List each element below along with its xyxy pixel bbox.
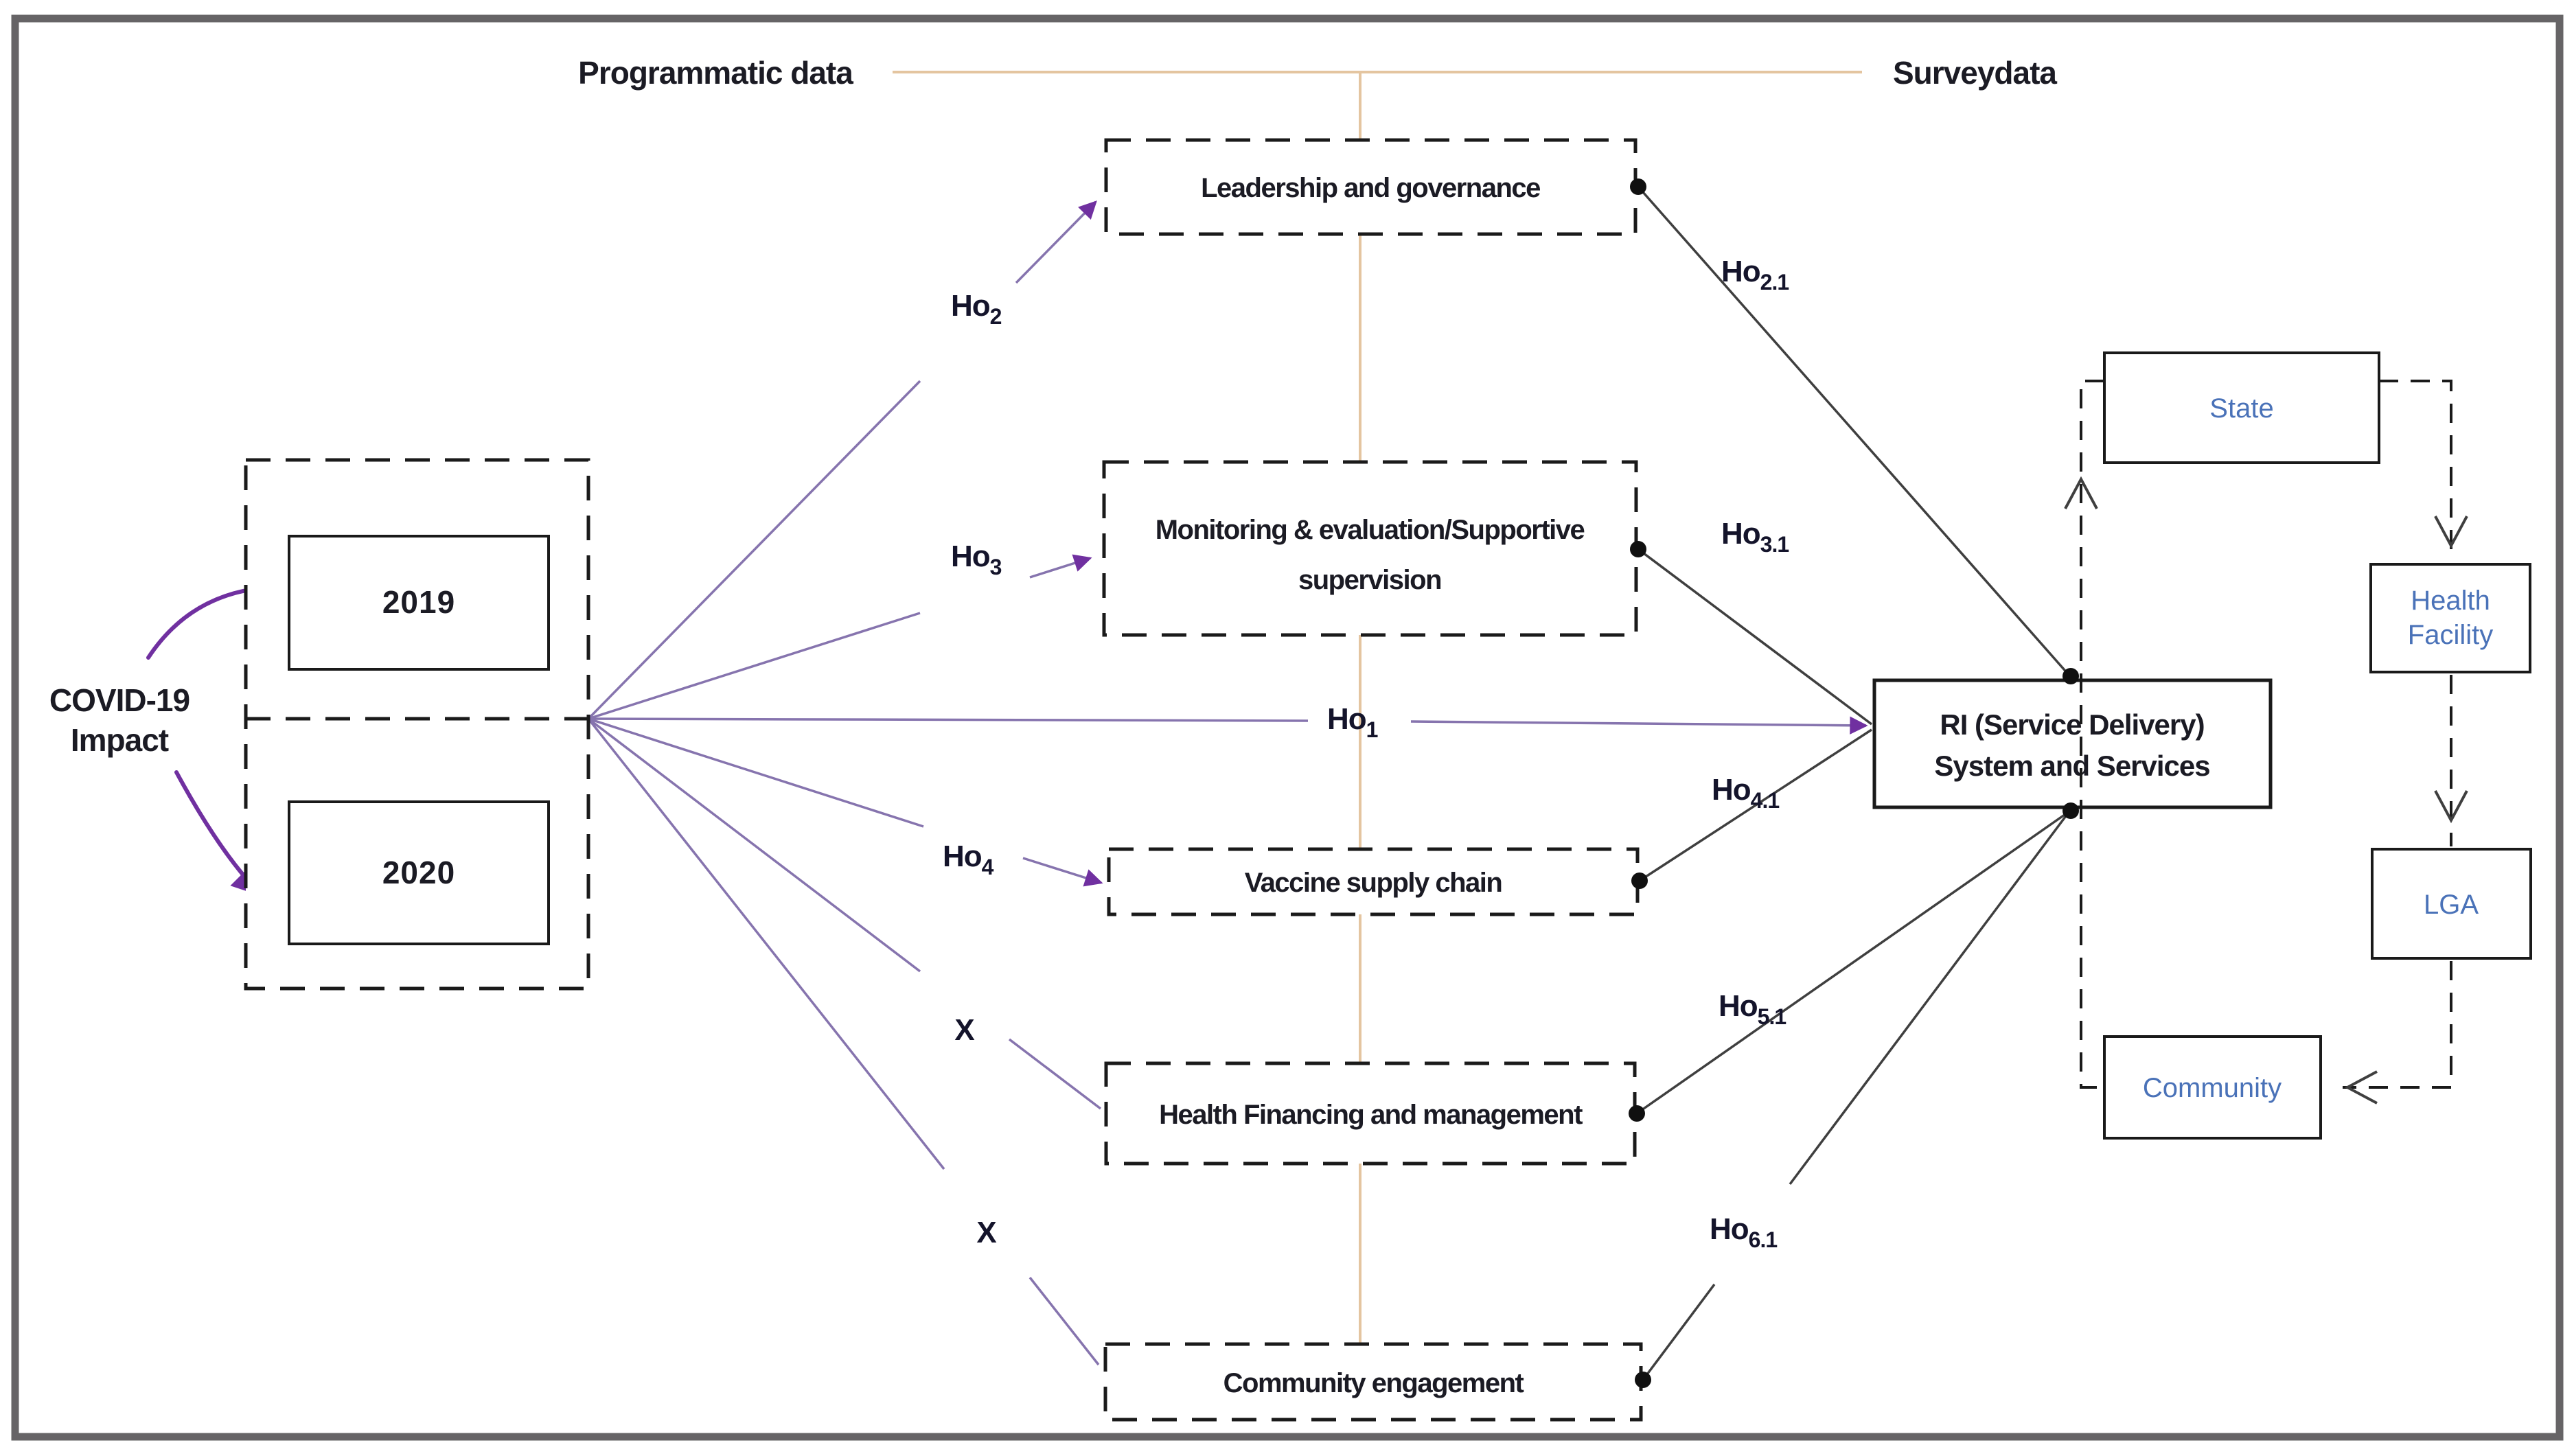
year-2020-label: 2020: [382, 855, 455, 890]
connector-ho4-1: [1639, 728, 1872, 882]
ho2-label: Ho2: [951, 289, 1002, 329]
ri-label-line2: System and Services: [1934, 750, 2209, 782]
arrow-x-financing-end: [1008, 1038, 1102, 1110]
lga-box: [2371, 848, 2532, 960]
ho3-1-label: Ho3.1: [1721, 517, 1789, 557]
covid-impact-label-line2: Impact: [71, 722, 169, 758]
programmatic-data-header: Programmatic data: [578, 55, 853, 91]
programmatic-years-container: 2019 2020: [244, 458, 590, 991]
year-2019-box: [288, 535, 550, 671]
dot-financing: [1629, 1105, 1645, 1122]
ho5-1-label: Ho5.1: [1719, 989, 1786, 1029]
leadership-governance-label: Leadership and governance: [1201, 173, 1540, 203]
connector-ho3-1: [1637, 548, 1873, 726]
monitoring-evaluation-label-line2: supervision: [1298, 565, 1441, 595]
dot-leadership: [1630, 178, 1646, 195]
ho4-1-label: Ho4.1: [1712, 773, 1779, 813]
state-label: State: [2209, 393, 2273, 424]
connector-dots: [1629, 178, 2079, 1388]
vaccine-supply-chain-label: Vaccine supply chain: [1245, 868, 1502, 898]
dot-vaccine: [1631, 873, 1648, 889]
community-engagement-box: [1103, 1342, 1643, 1422]
health-facility-label-line1: Health: [2411, 586, 2490, 616]
connector-ho5-1: [1635, 810, 2071, 1115]
monitoring-evaluation-box: [1102, 460, 1638, 637]
connector-ho2-1: [1637, 185, 2071, 677]
health-facility-label-line2: Facility: [2408, 620, 2493, 650]
health-system-pillars: Leadership and governance Monitoring & e…: [1102, 138, 1643, 1422]
monitoring-evaluation-label-line1: Monitoring & evaluation/Supportive: [1156, 515, 1585, 545]
community-label: Community: [2143, 1073, 2282, 1103]
arrow-ho2-head: [1015, 200, 1097, 284]
connector-ho6-1-lower: [1642, 1283, 1716, 1381]
community-box: [2103, 1035, 2322, 1140]
health-financing-box: [1104, 1061, 1637, 1166]
down-arrow-icon: [2434, 790, 2468, 824]
arrow-ho3-head: [1029, 554, 1092, 579]
cascade-lga-to-community-path: [2343, 961, 2452, 1089]
up-arrow-icon: [2064, 476, 2098, 509]
arrow-ho2-segment: [587, 380, 921, 720]
ri-service-delivery-box: [1872, 678, 2273, 809]
arrow-ho4-segment: [588, 717, 924, 828]
ho6-1-label: Ho6.1: [1710, 1212, 1777, 1252]
arrow-x-financing-segment: [587, 717, 921, 973]
hypothesis-arrows-left: [587, 200, 1868, 1366]
x-community-label: X: [976, 1216, 996, 1249]
down-arrow-icon: [2434, 516, 2468, 549]
arrow-ho1-head: [1410, 716, 1868, 735]
arrow-x-community-end: [1029, 1276, 1100, 1366]
community-engagement-label: Community engagement: [1223, 1368, 1524, 1398]
ri-label-line1: RI (Service Delivery): [1940, 708, 2204, 741]
health-facility-box: [2369, 563, 2531, 673]
dot-ri-top: [2062, 668, 2079, 684]
hypothesis-connectors-right: [1635, 185, 2071, 1381]
ho2-1-label: Ho2.1: [1721, 255, 1789, 294]
x-financing-label: X: [954, 1013, 974, 1047]
lga-label: LGA: [2424, 890, 2479, 920]
vaccine-supply-chain-box: [1107, 847, 1640, 916]
arrow-ho4-head: [1022, 857, 1103, 887]
cascade-state-to-facility-path: [2379, 380, 2452, 562]
ho3-label: Ho3: [951, 540, 1002, 579]
covid-impact-label-line1: COVID-19: [49, 682, 189, 718]
arrow-ho1-segment: [588, 717, 1309, 722]
cascade-left-path: [2080, 380, 2104, 1089]
year-2020-box: [288, 800, 550, 945]
ho4-label: Ho4: [943, 840, 994, 879]
dot-community-engagement: [1635, 1372, 1651, 1388]
connector-ho6-1-upper: [1789, 810, 2071, 1186]
year-2019-label: 2019: [382, 584, 455, 620]
cascade-cycle: State Health Facility LGA Community: [2064, 351, 2532, 1140]
arrow-x-community-segment: [587, 717, 945, 1170]
left-arrow-icon: [2344, 1070, 2378, 1105]
ri-outcome: RI (Service Delivery) System and Service…: [1872, 678, 2273, 809]
arrow-ho3-segment: [588, 612, 921, 720]
dot-monitoring: [1630, 541, 1646, 557]
health-financing-label: Health Financing and management: [1159, 1100, 1583, 1130]
dot-ri-bottom: [2062, 802, 2079, 819]
state-box: [2103, 351, 2380, 464]
ho1-label: Ho1: [1327, 702, 1378, 742]
figure-frame: [11, 14, 2564, 1441]
survey-data-header: Surveydata: [1893, 55, 2057, 91]
